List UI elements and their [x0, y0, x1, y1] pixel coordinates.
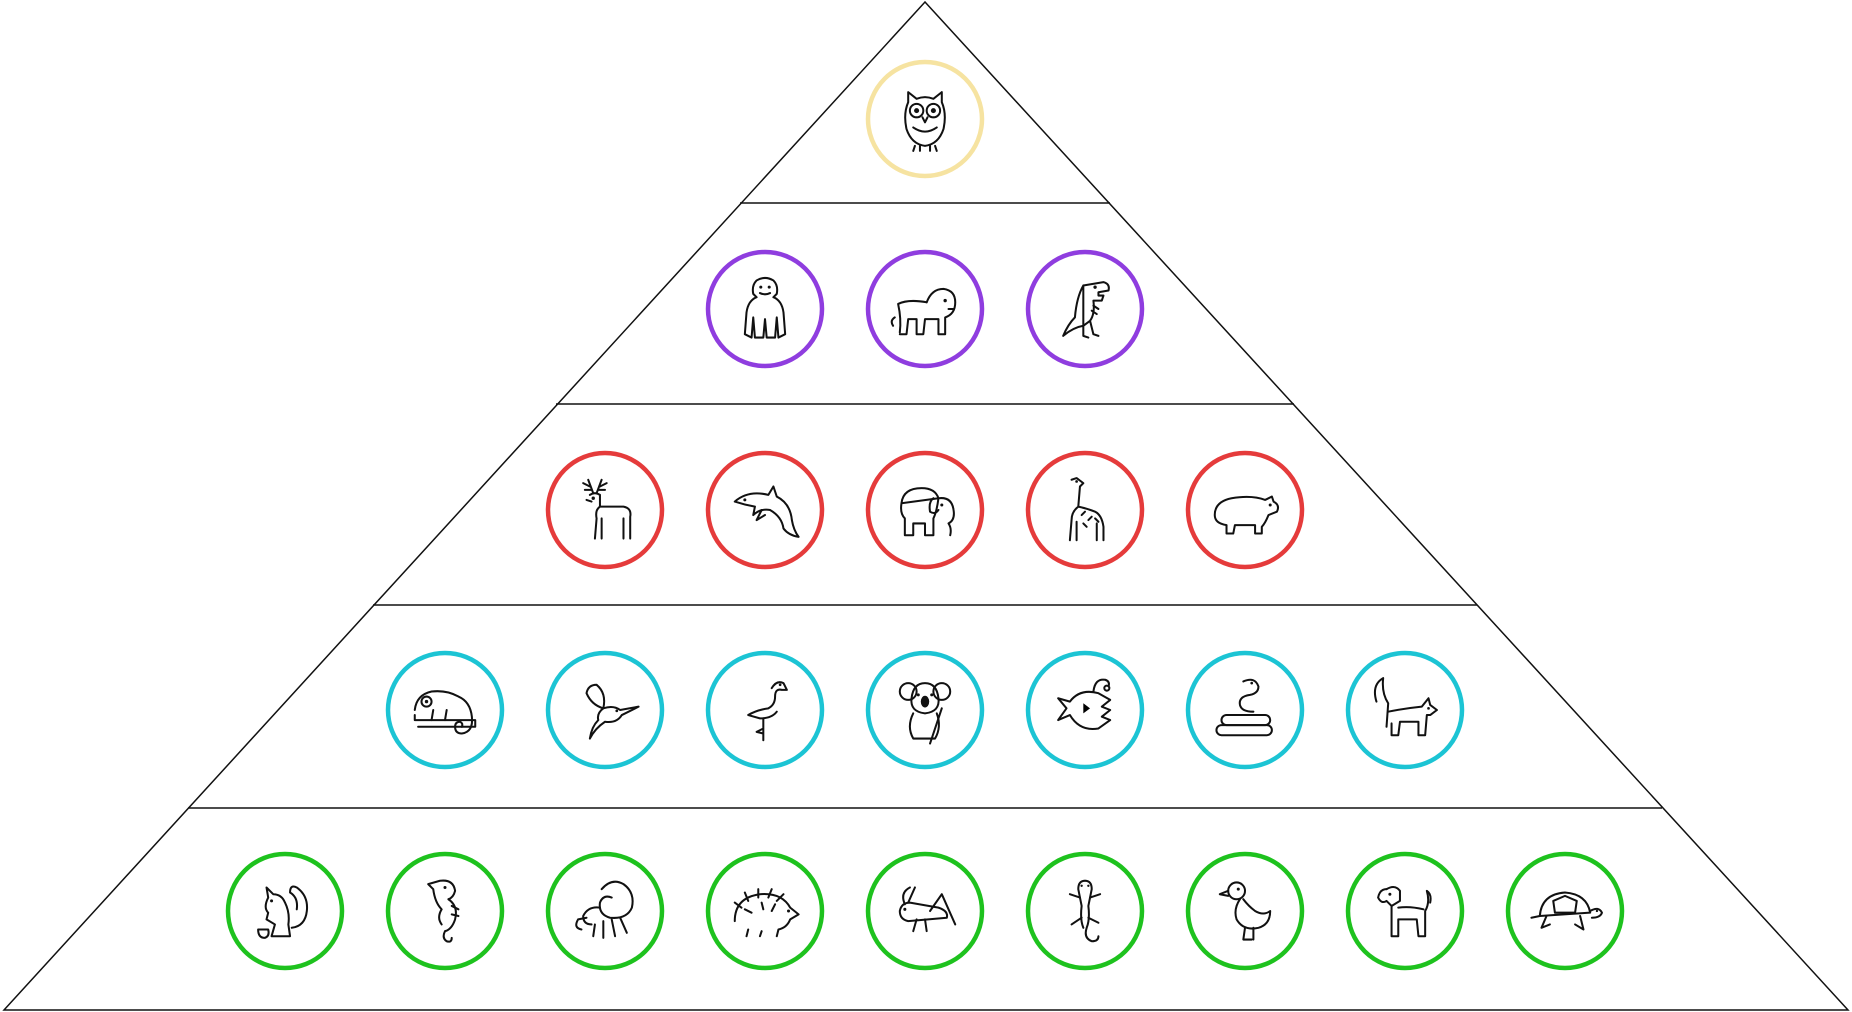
animal-ring: [545, 650, 665, 770]
animal-ring: [1025, 249, 1145, 369]
animal-ring: [545, 851, 665, 971]
koala-icon: [898, 682, 952, 745]
animal-ring: [1345, 650, 1465, 770]
giraffe-icon: [1068, 477, 1105, 542]
animal-node: [705, 249, 825, 369]
animal-ring: [1025, 450, 1145, 570]
duck-icon: [1218, 881, 1272, 941]
animal-node: [865, 450, 985, 570]
animal-nodes: [225, 59, 1625, 971]
animal-node: [225, 851, 345, 971]
animal-ring: [865, 851, 985, 971]
animal-node: [1025, 650, 1145, 770]
animal-ring: [1345, 851, 1465, 971]
animal-ring: [545, 450, 665, 570]
anglerfish-icon: [1057, 678, 1112, 731]
t-rex-icon: [1062, 281, 1110, 339]
animal-ring: [1185, 851, 1305, 971]
animal-node: [1025, 851, 1145, 971]
animal-ring: [385, 650, 505, 770]
pyramid-tier-5: [225, 851, 1625, 971]
animal-node: [385, 851, 505, 971]
animal-ring: [1505, 851, 1625, 971]
pyramid-tier-1: [865, 59, 985, 179]
animal-node: [705, 450, 825, 570]
flamingo-icon: [747, 681, 788, 742]
animal-node: [385, 650, 505, 770]
animal-ring: [865, 650, 985, 770]
animal-ring: [865, 249, 985, 369]
dog-icon: [1377, 886, 1432, 938]
animal-node: [1025, 249, 1145, 369]
squirrel-icon: [257, 885, 309, 939]
animal-node: [865, 249, 985, 369]
snake-icon: [1215, 678, 1273, 737]
owl-icon: [904, 91, 946, 152]
pyramid-tier-4: [385, 650, 1465, 770]
lizard-icon: [1068, 879, 1102, 943]
fox-icon: [1373, 677, 1438, 737]
animal-node: [865, 851, 985, 971]
animal-node: [865, 59, 985, 179]
hermit-crab-icon: [575, 880, 634, 939]
animal-ring: [865, 450, 985, 570]
pyramid-tier-3: [545, 450, 1305, 570]
animal-ring: [705, 249, 825, 369]
animal-node: [1025, 450, 1145, 570]
turtle-icon: [1530, 891, 1603, 931]
hummingbird-icon: [585, 683, 640, 740]
grasshopper-icon: [898, 886, 957, 933]
animal-ring: [1185, 450, 1305, 570]
elephant-icon: [900, 487, 955, 537]
deer-icon: [582, 478, 632, 540]
animal-ring: [225, 851, 345, 971]
animal-node: [1345, 650, 1465, 770]
animal-node: [1505, 851, 1625, 971]
chameleon-icon: [413, 690, 477, 735]
animal-ring: [1025, 851, 1145, 971]
animal-ring: [865, 59, 985, 179]
animal-node: [545, 450, 665, 570]
animal-node: [865, 650, 985, 770]
animal-ring: [385, 851, 505, 971]
dolphin-icon: [733, 485, 800, 538]
pyramid-tier-2: [705, 249, 1145, 369]
animal-node: [1185, 851, 1305, 971]
animal-node: [1185, 650, 1305, 770]
animal-node: [545, 851, 665, 971]
gorilla-icon: [743, 276, 787, 339]
hedgehog-icon: [733, 888, 800, 938]
animal-node: [705, 851, 825, 971]
seahorse-icon: [427, 879, 460, 943]
lion-icon: [890, 287, 957, 336]
bear-icon: [1213, 495, 1280, 535]
animal-node: [1185, 450, 1305, 570]
animal-node: [545, 650, 665, 770]
animal-node: [705, 650, 825, 770]
animal-ring: [705, 650, 825, 770]
animal-node: [1345, 851, 1465, 971]
animal-ring: [705, 851, 825, 971]
